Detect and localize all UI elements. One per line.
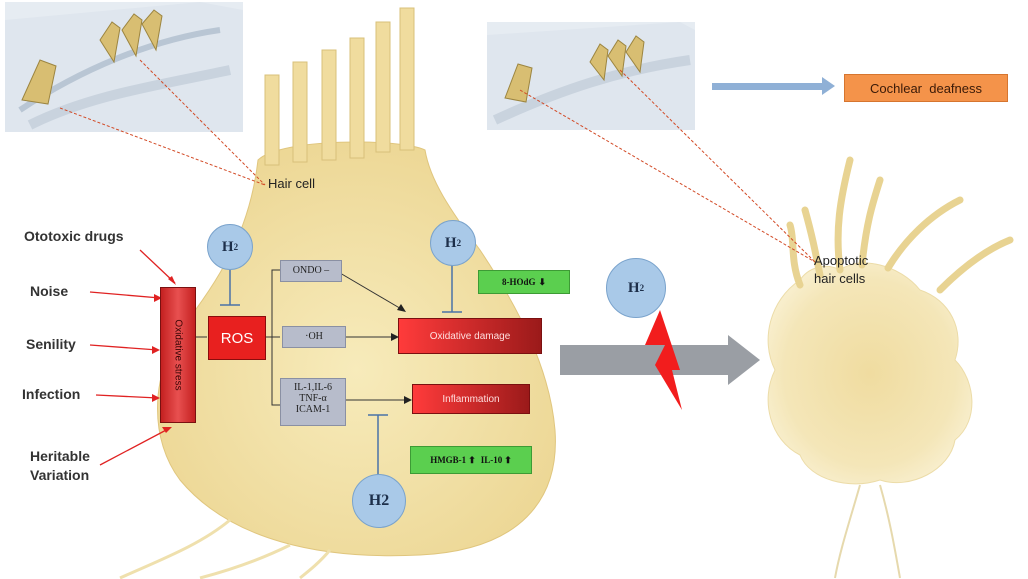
nerve-fibers [119,518,332,579]
cochlea-inset-left [5,2,243,132]
inflammation-box: Inflammation [412,384,530,414]
stereocilia [264,7,415,166]
h2-base: H [444,234,457,251]
h2-sub: 2 [639,283,645,293]
hmgb-box: HMGB-1⬆ IL-10⬆ [410,446,532,474]
hmgb-label: HMGB-1 [430,455,467,465]
cytokine-il: IL-1,IL-6 [293,382,333,393]
cochlear-deafness-label: Cochlear deafness [869,80,982,96]
cause-noise: Noise [30,283,69,299]
oh-box: ·OH [282,326,346,348]
cause-variation: Variation [30,467,90,483]
apoptotic-cell-body [767,262,973,485]
hair-cell-label: Hair cell [268,176,315,191]
h2-base: H [221,238,234,255]
pointer-lines [59,59,816,263]
apoptotic-label-line1: Apoptotic [814,253,869,268]
ohdg-box: 8-HOdG⬇ [478,270,570,294]
ondo-label: ONDO – [292,265,330,276]
cause-senility: Senility [26,336,76,352]
oxidative-stress-bar: Oxidative stress [160,287,196,423]
pathway-arrowheads [391,304,412,404]
h2-molecule-inflammation: H2 [352,474,406,528]
apoptotic-nerve-fibers [834,484,901,579]
apoptotic-label-line2: hair cells [814,271,866,286]
deafness-arrow [712,77,835,95]
inflammation-label: Inflammation [442,393,500,405]
apoptotic-cilia [786,156,1014,294]
h2-sub: 2 [233,242,239,252]
lightning-icon [645,310,682,410]
cytokine-box: IL-1,IL-6 TNF-α ICAM-1 [280,378,346,426]
oxidative-stress-label: Oxidative stress [172,319,184,391]
h2-plain: H2 [368,492,390,509]
il10-label: IL-10 [480,455,503,465]
ondo-box: ONDO – [280,260,342,282]
cause-infection: Infection [22,386,81,402]
cause-ototoxic-drugs: Ototoxic drugs [24,228,124,244]
oxidative-damage-label: Oxidative damage [429,330,511,342]
ohdg-label: 8-HOdG [501,277,536,287]
progression-arrow [560,335,760,385]
cochlea-inset-right [487,22,695,130]
inhibition-lines [220,262,462,478]
pathway-connectors [196,269,408,406]
cause-arrows [89,249,176,466]
cytokine-tnf: TNF-α [299,393,327,404]
h2-base: H [627,279,640,296]
ros-box: ROS [208,316,266,360]
oxidative-damage-box: Oxidative damage [398,318,542,354]
up-arrow-icon-il10: ⬆ [504,454,512,465]
h2-sub: 2 [456,238,462,248]
cytokine-icam: ICAM-1 [295,404,331,415]
down-arrow-icon: ⬇ [538,276,547,287]
up-arrow-icon-hmgb: ⬆ [468,454,476,465]
oh-label: ·OH [305,331,323,342]
cochlear-deafness-box: Cochlear deafness [844,74,1008,102]
ros-label: ROS [220,329,254,347]
cause-arrowheads [152,276,176,433]
cause-heritable: Heritable [30,448,90,464]
